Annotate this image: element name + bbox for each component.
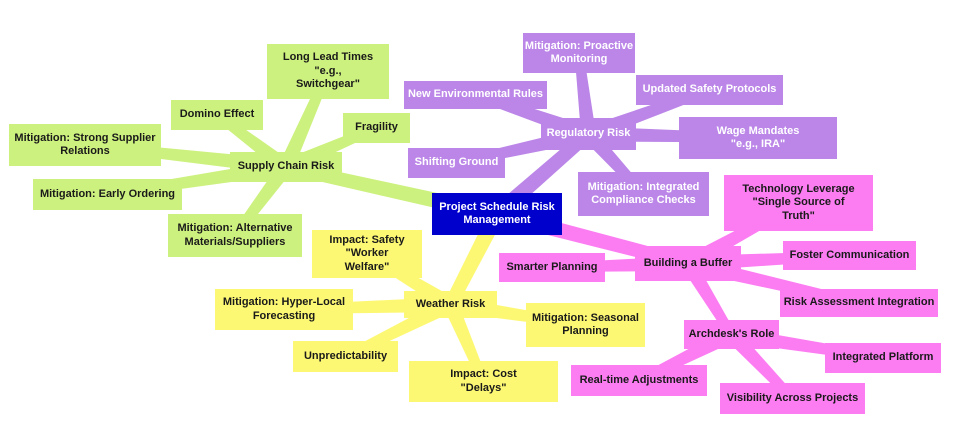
node-label: Foster Communication xyxy=(789,248,910,261)
node-label: Risk Assessment Integration xyxy=(783,296,935,309)
node-label: Impact: Cost "Delays" xyxy=(450,368,517,394)
node-label: Mitigation: Integrated Compliance Checks xyxy=(587,180,700,206)
node-real-time-adjustments[interactable]: Real-time Adjustments xyxy=(571,365,707,396)
node-label: Real-time Adjustments xyxy=(579,373,699,386)
node-label: Long Lead Times "e.g., Switchgear" xyxy=(282,51,374,91)
node-shifting-ground[interactable]: Shifting Ground xyxy=(408,148,505,178)
node-risk-assessment[interactable]: Risk Assessment Integration xyxy=(780,289,938,317)
node-integrated-platform[interactable]: Integrated Platform xyxy=(825,343,941,373)
node-smarter-planning[interactable]: Smarter Planning xyxy=(499,253,605,282)
node-center[interactable]: Project Schedule Risk Management xyxy=(432,193,562,235)
node-building-a-buffer[interactable]: Building a Buffer xyxy=(635,246,741,281)
node-label: Shifting Ground xyxy=(414,156,499,169)
node-label: Mitigation: Strong Supplier Relations xyxy=(14,131,156,157)
node-label: Wage Mandates "e.g., IRA" xyxy=(716,124,800,150)
node-fragility[interactable]: Fragility xyxy=(343,113,410,143)
node-label: Visibility Across Projects xyxy=(726,391,859,404)
node-label: New Environmental Rules xyxy=(407,88,544,101)
node-visibility-projects[interactable]: Visibility Across Projects xyxy=(720,383,865,414)
node-label: Mitigation: Alternative Materials/Suppli… xyxy=(177,222,293,248)
node-label: Mitigation: Hyper-Local Forecasting xyxy=(222,296,346,322)
node-label: Weather Risk xyxy=(415,297,486,310)
node-label: Mitigation: Proactive Monitoring xyxy=(524,39,634,65)
node-label: Updated Safety Protocols xyxy=(642,83,777,96)
node-label: Unpredictability xyxy=(303,349,388,362)
node-technology-leverage[interactable]: Technology Leverage "Single Source of Tr… xyxy=(724,175,873,231)
node-label: Project Schedule Risk Management xyxy=(439,200,555,226)
node-impact-safety[interactable]: Impact: Safety "Worker Welfare" xyxy=(312,230,422,278)
node-new-environmental[interactable]: New Environmental Rules xyxy=(404,81,547,109)
node-label: Archdesk's Role xyxy=(688,327,775,340)
node-label: Regulatory Risk xyxy=(546,127,631,140)
node-domino-effect[interactable]: Domino Effect xyxy=(171,100,263,130)
node-regulatory-risk[interactable]: Regulatory Risk xyxy=(541,118,636,150)
node-label: Supply Chain Risk xyxy=(237,160,335,173)
node-strong-supplier[interactable]: Mitigation: Strong Supplier Relations xyxy=(9,124,161,166)
node-archdesks-role[interactable]: Archdesk's Role xyxy=(684,320,779,349)
node-integrated-compliance[interactable]: Mitigation: Integrated Compliance Checks xyxy=(578,172,709,216)
node-unpredictability[interactable]: Unpredictability xyxy=(293,341,398,372)
edge-regulatory-risk-proactive-monitoring xyxy=(574,52,596,135)
node-label: Mitigation: Early Ordering xyxy=(39,187,176,200)
node-weather-risk[interactable]: Weather Risk xyxy=(404,291,497,318)
node-label: Impact: Safety "Worker Welfare" xyxy=(329,233,405,273)
node-label: Mitigation: Seasonal Planning xyxy=(532,311,639,337)
node-label: Building a Buffer xyxy=(643,256,733,269)
node-label: Smarter Planning xyxy=(506,260,598,273)
node-label: Domino Effect xyxy=(179,108,255,121)
node-updated-safety[interactable]: Updated Safety Protocols xyxy=(636,75,783,105)
node-hyper-local[interactable]: Mitigation: Hyper-Local Forecasting xyxy=(215,289,353,330)
node-alternative-materials[interactable]: Mitigation: Alternative Materials/Suppli… xyxy=(168,214,302,257)
node-long-lead-times[interactable]: Long Lead Times "e.g., Switchgear" xyxy=(267,44,389,99)
node-proactive-monitoring[interactable]: Mitigation: Proactive Monitoring xyxy=(523,33,635,73)
node-wage-mandates[interactable]: Wage Mandates "e.g., IRA" xyxy=(679,117,837,159)
node-label: Technology Leverage "Single Source of Tr… xyxy=(742,182,855,222)
node-label: Fragility xyxy=(355,121,398,134)
node-early-ordering[interactable]: Mitigation: Early Ordering xyxy=(33,179,182,210)
node-seasonal-planning[interactable]: Mitigation: Seasonal Planning xyxy=(526,303,645,347)
node-label: Integrated Platform xyxy=(832,351,934,364)
node-supply-chain-risk[interactable]: Supply Chain Risk xyxy=(230,152,342,182)
node-foster-communication[interactable]: Foster Communication xyxy=(783,241,916,270)
node-impact-cost[interactable]: Impact: Cost "Delays" xyxy=(409,361,558,402)
